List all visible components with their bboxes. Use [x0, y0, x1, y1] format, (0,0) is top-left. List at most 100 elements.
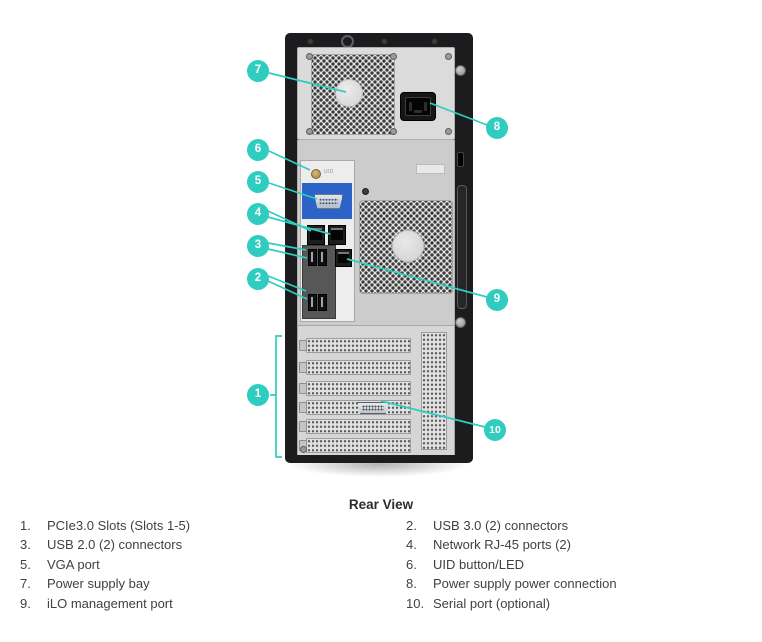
legend-number: 6.: [406, 556, 417, 572]
thumbscrew: [455, 317, 466, 328]
ilo-management-port: [335, 249, 352, 267]
legend-label: Power supply power connection: [433, 576, 617, 592]
power-inlet-c14: [400, 92, 436, 121]
screw: [445, 128, 452, 135]
legend-number: 2.: [406, 518, 417, 533]
usb2-port-1: [308, 249, 317, 266]
rj45-jack: [310, 228, 322, 240]
legend-label: USB 2.0 (2) connectors: [47, 537, 183, 553]
usb3-port-2: [318, 294, 327, 311]
legend-item: 7. Power supply bay: [20, 574, 380, 593]
uid-label: UID: [324, 169, 334, 175]
screw: [390, 53, 397, 60]
screw: [306, 128, 313, 135]
legend-number: 8.: [406, 576, 417, 592]
screw: [307, 38, 314, 45]
callout-4: 4: [247, 203, 269, 225]
pcie-slot-section: [297, 325, 455, 455]
serial-port: [357, 402, 389, 414]
legend-item: 9. iLO management port: [20, 594, 380, 613]
system-fan-vent: [359, 200, 453, 294]
figure-caption: Rear View: [348, 497, 414, 512]
legend-number: 9.: [20, 595, 31, 611]
inlet-pin: [409, 102, 412, 111]
rj45-jack: [331, 228, 343, 240]
callout-7: 7: [247, 60, 269, 82]
power-supply-bay: [297, 47, 455, 140]
legend-number: 1.: [20, 518, 31, 533]
pcie-slot-cover: [299, 360, 411, 375]
pcie-slot-cover: [299, 419, 411, 434]
slot-latch: [299, 383, 307, 394]
thumbscrew: [455, 65, 466, 76]
usb-tongue: [311, 297, 313, 307]
legend-number: 3.: [20, 537, 31, 553]
legend-number: 4.: [406, 537, 417, 553]
legend-item: 8. Power supply power connection: [406, 574, 746, 593]
slot-latch: [299, 402, 307, 413]
legend-item: 10. Serial port (optional): [406, 594, 746, 613]
legend-number: 7.: [20, 576, 31, 592]
psu-fan-hub-label: [335, 79, 363, 107]
server-shadow: [288, 459, 470, 477]
legend-label: Serial port (optional): [433, 595, 551, 611]
callout-8: 8: [486, 117, 508, 139]
inlet-pin: [414, 110, 422, 113]
legend-item: 2. USB 3.0 (2) connectors: [406, 516, 746, 535]
uid-button-led: [311, 169, 321, 179]
network-rj45-port-1: [307, 225, 325, 245]
server-rear-illustration: UID: [285, 33, 473, 463]
callout-1: 1: [247, 384, 269, 406]
screw: [445, 53, 452, 60]
rail-slot: [457, 152, 464, 167]
callout-10: 10: [484, 419, 506, 441]
inlet-pin: [424, 102, 427, 111]
legend-label: Power supply bay: [47, 576, 150, 592]
screw: [300, 446, 307, 453]
legend-column-right: 2. USB 3.0 (2) connectors 4. Network RJ-…: [406, 516, 746, 613]
legend-item: 3. USB 2.0 (2) connectors: [20, 535, 380, 554]
fan-hub: [392, 230, 424, 262]
legend-label: iLO management port: [47, 595, 173, 611]
legend-item: 4. Network RJ-45 ports (2): [406, 535, 746, 554]
callout-2: 2: [247, 268, 269, 290]
callout-5: 5: [247, 171, 269, 193]
screw: [431, 38, 438, 45]
usb3-port-1: [308, 294, 317, 311]
legend-label: USB 3.0 (2) connectors: [433, 518, 569, 533]
side-panel-handle: [457, 185, 467, 309]
legend-item: 5. VGA port: [20, 555, 380, 574]
serial-pin-holes: [362, 405, 384, 411]
vga-pin-holes: [319, 198, 338, 205]
power-inlet-socket: [405, 97, 431, 116]
pcie-slot-cover: [299, 338, 411, 353]
legend-column-left: 1. PCIe3.0 Slots (Slots 1-5) 3. USB 2.0 …: [20, 516, 380, 613]
pcie-slot-cover: [299, 381, 411, 396]
legend-label: UID button/LED: [433, 556, 525, 572]
vga-port-panel: [302, 183, 352, 219]
slot-latch: [299, 421, 307, 432]
legend-item: 6. UID button/LED: [406, 555, 746, 574]
pcie-slot-serial: [299, 400, 411, 415]
callout-9: 9: [486, 289, 508, 311]
rj45-jack: [338, 252, 349, 263]
vga-connector: [314, 194, 343, 209]
usb-panel: [302, 245, 336, 319]
legend-label: VGA port: [47, 556, 100, 572]
usb-tongue: [321, 297, 323, 307]
legend-label: Network RJ-45 ports (2): [433, 537, 571, 553]
slot-latch: [299, 340, 307, 351]
bracket-1: [275, 335, 282, 458]
callout-3: 3: [247, 235, 269, 257]
usb-tongue: [321, 252, 323, 262]
network-rj45-port-2: [328, 225, 346, 245]
screw: [381, 38, 388, 45]
screw: [390, 128, 397, 135]
legend-number: 10.: [406, 595, 425, 611]
pcie-slot-cover: [299, 438, 411, 453]
slot-latch: [299, 362, 307, 373]
io-section: UID: [297, 140, 455, 325]
rear-io-panel: UID: [300, 160, 355, 322]
legend-number: 5.: [20, 556, 31, 572]
